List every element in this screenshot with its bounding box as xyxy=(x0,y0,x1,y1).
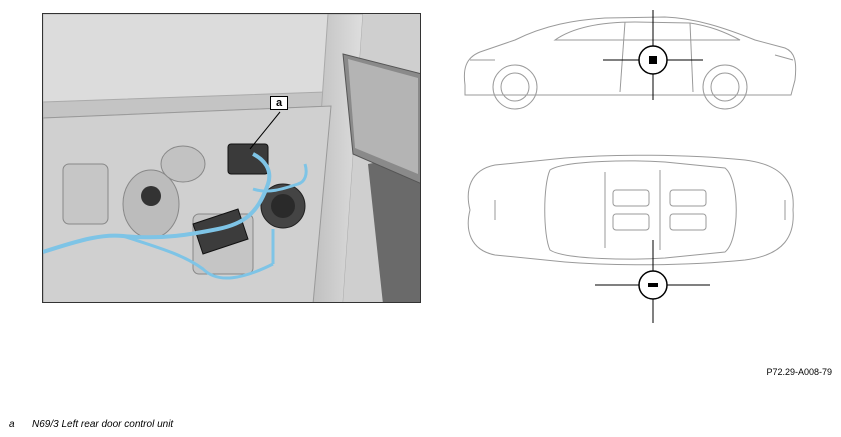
car-top-view xyxy=(467,154,794,266)
door-photo xyxy=(42,13,421,303)
car-side-view xyxy=(463,16,797,110)
legend-key: a xyxy=(9,419,15,430)
legend-text: N69/3 Left rear door control unit xyxy=(32,419,174,430)
crosshair-marker-icon xyxy=(595,240,710,323)
figure-code: P72.29-A008-79 xyxy=(766,367,832,377)
legend-item: a N69/3 Left rear door control unit xyxy=(9,419,173,430)
crosshair-marker-icon xyxy=(603,10,703,100)
vehicle-views-drawing xyxy=(463,10,797,323)
callout-label: a xyxy=(275,97,283,109)
vehicle-views xyxy=(455,0,805,330)
callout-a: a xyxy=(270,96,288,110)
door-photo-drawing xyxy=(43,14,420,302)
